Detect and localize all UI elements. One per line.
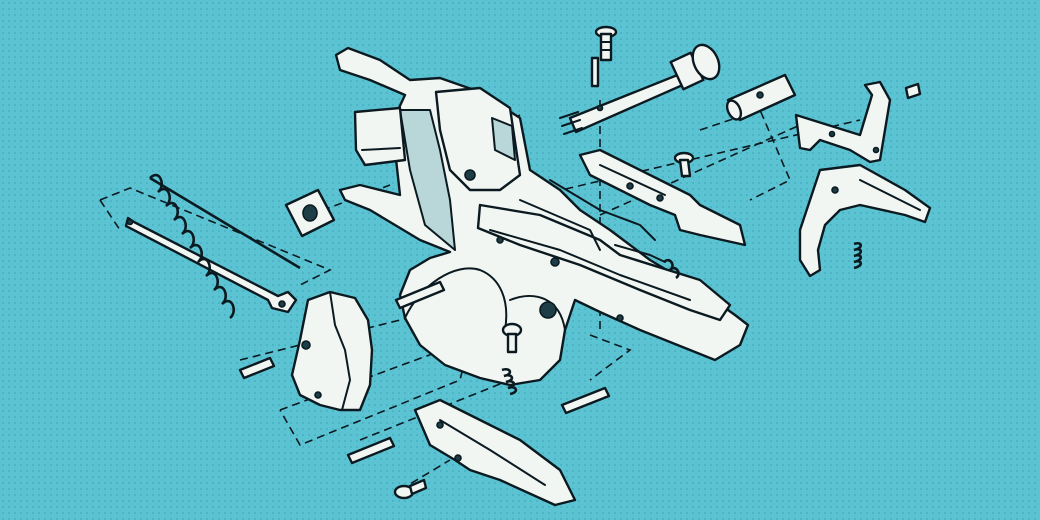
- small-vertical-pin: [590, 56, 600, 88]
- guard-screw: [501, 322, 523, 354]
- trigger-spring: [853, 242, 863, 270]
- disconnector: [794, 80, 892, 164]
- top-screw: [594, 25, 618, 62]
- hammer-pin: [559, 43, 721, 135]
- square-washer: [284, 188, 336, 238]
- wire-springs: [549, 179, 680, 280]
- trigger: [798, 163, 932, 278]
- sear: [413, 398, 577, 507]
- plunger: [725, 73, 797, 122]
- hammer: [290, 290, 374, 412]
- trigger-housing-frame: [334, 46, 750, 387]
- safety-linkage: [578, 148, 747, 247]
- small-spring: [501, 368, 518, 396]
- small-screw-right: [904, 82, 922, 100]
- loose-pins: [238, 280, 611, 465]
- linkage-screw: [673, 151, 695, 178]
- small-screw-bottom: [393, 478, 428, 500]
- mainspring-coil: [149, 173, 301, 320]
